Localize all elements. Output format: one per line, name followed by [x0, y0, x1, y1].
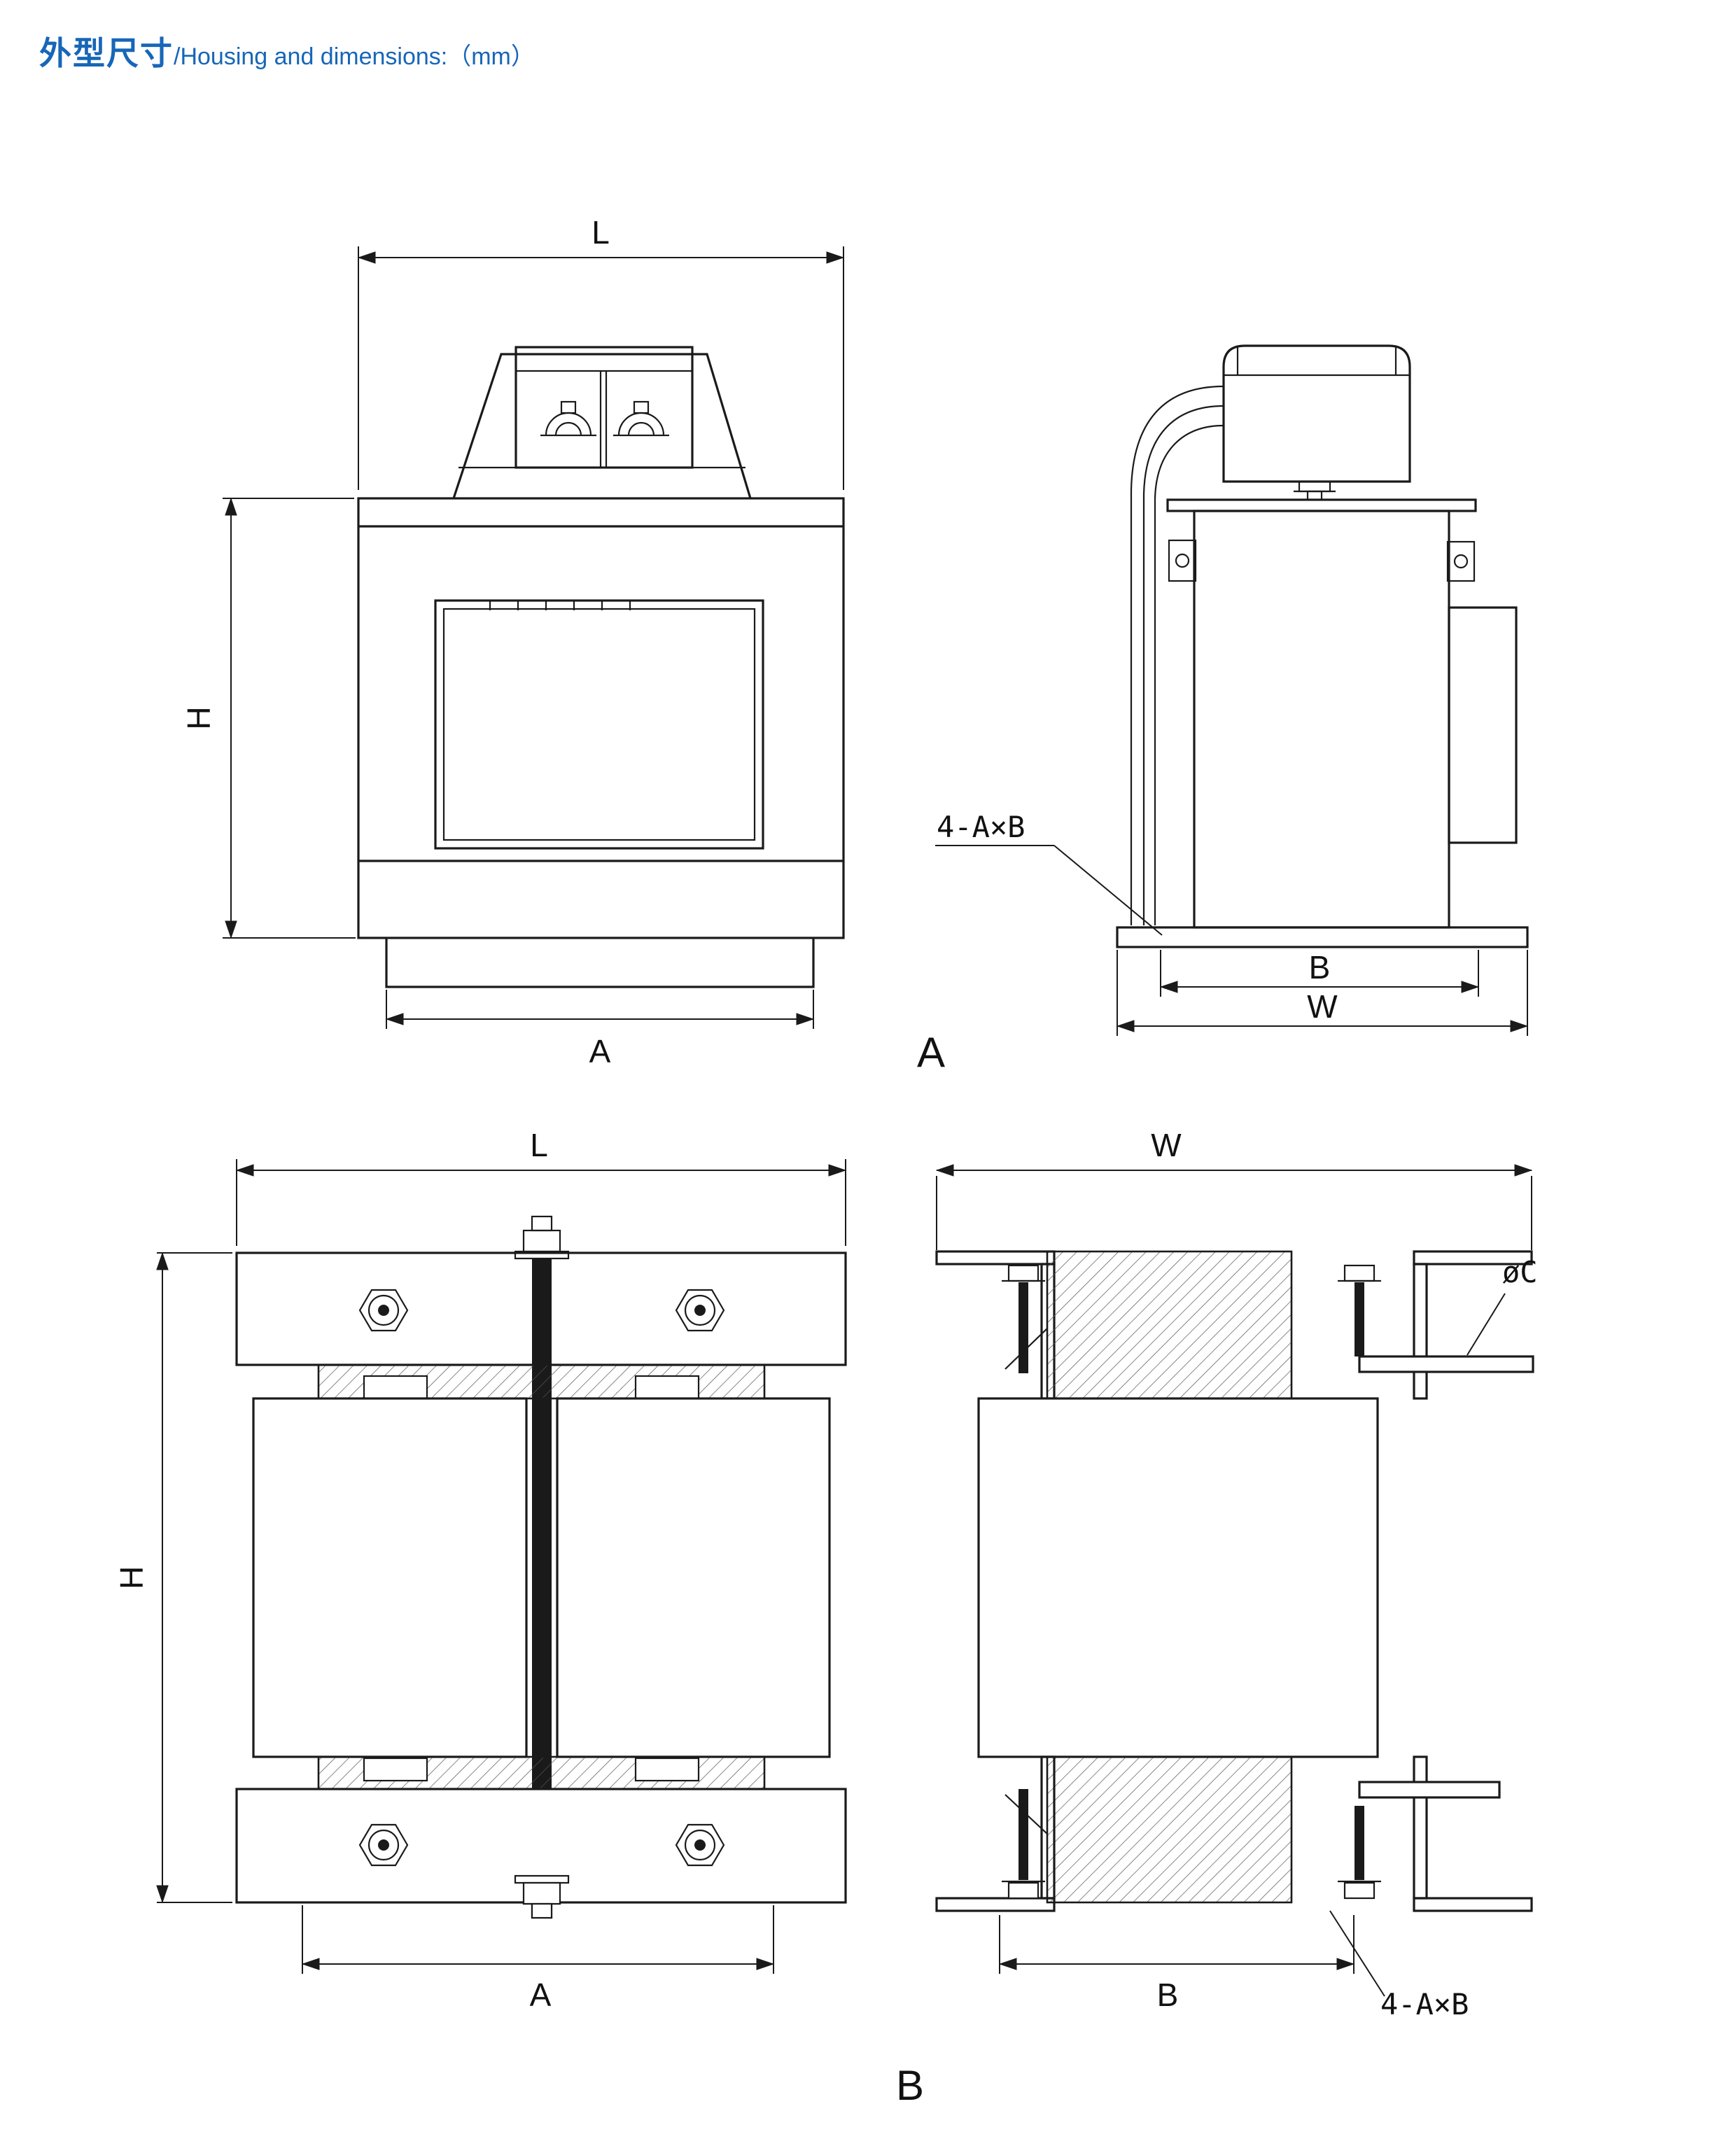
- vent-ticks: [489, 601, 631, 610]
- holes-label: 4-A×B: [1380, 1987, 1469, 2021]
- bottom-right-flange: [1413, 1897, 1533, 1912]
- dim-label-w: W: [1151, 1127, 1182, 1163]
- top-right-leg: [1413, 1263, 1428, 1400]
- core-bottom-hatched: [1046, 1755, 1293, 1904]
- top-flange-plate: [1166, 498, 1477, 512]
- section-label-a: A: [917, 1029, 945, 1076]
- coil-right: [556, 1397, 831, 1758]
- dim-label-a: A: [589, 1033, 611, 1070]
- hex-bolt: [675, 1289, 725, 1332]
- page-title: 外型尺寸/Housing and dimensions:（mm）: [39, 28, 535, 74]
- dimension-a-front-b: A: [301, 1905, 775, 2013]
- body-outline: [357, 497, 845, 939]
- holes-label: 4-A×B: [937, 810, 1025, 844]
- spacer-tab: [363, 1375, 428, 1400]
- tie-rod-bottom-nut: [514, 1874, 570, 1919]
- side-body-outline: [1193, 510, 1450, 929]
- dimension-b-side-a: B: [1159, 949, 1480, 997]
- core-top-hatched: [1046, 1250, 1293, 1400]
- left-clamp-bolt: [1168, 539, 1197, 582]
- side-coil-body: [977, 1397, 1379, 1758]
- hex-bolt: [358, 1289, 409, 1332]
- dim-label-b: B: [1309, 949, 1331, 986]
- bottom-left-flange: [935, 1897, 1056, 1912]
- clamp-bolt-bottom-right: [1338, 1806, 1381, 1900]
- hex-bolt: [675, 1823, 725, 1867]
- dim-label-h: H: [181, 706, 217, 729]
- mounting-hole-callout-a: 4-A×B: [935, 810, 1163, 936]
- side-coil-bulge: [1448, 606, 1518, 844]
- view-b-front: L: [113, 1127, 847, 2013]
- view-b-side: W øC: [896, 1127, 1538, 2109]
- spacer-tab: [363, 1757, 428, 1782]
- dim-label-h: H: [113, 1566, 150, 1589]
- dia-c-label: øC: [1502, 1255, 1538, 1289]
- terminal-block: [514, 346, 694, 469]
- tie-rod-middle: [532, 1398, 552, 1757]
- clamp-bolt-top-right: [1338, 1264, 1381, 1356]
- dim-label-l: L: [592, 214, 610, 251]
- view-a-side: 4-A×B B W A: [917, 344, 1529, 1076]
- spacer-tab: [634, 1757, 700, 1782]
- right-clamp-bolt: [1446, 540, 1476, 582]
- view-a-front: L H A: [181, 214, 845, 1070]
- coil-left: [252, 1397, 528, 1758]
- top-left-flange: [935, 1250, 1056, 1265]
- section-label-b: B: [896, 2062, 924, 2109]
- terminal-plate-bottom: [1358, 1781, 1501, 1799]
- dim-label-a: A: [530, 1977, 552, 2013]
- dimension-w-side-b: W: [935, 1127, 1533, 1250]
- lead-cables: [1130, 385, 1224, 925]
- dim-label-b: B: [1157, 1977, 1179, 2013]
- terminal-cover-box: [1222, 344, 1411, 483]
- bottom-right-leg: [1413, 1755, 1428, 1900]
- window-outer: [434, 599, 764, 850]
- terminal-bushing-right: [613, 400, 669, 437]
- dimension-b-side-b: B: [998, 1915, 1355, 2013]
- dim-label-l: L: [530, 1127, 548, 1163]
- base-plate: [1116, 926, 1529, 948]
- clamp-bolt-top-left: [1002, 1264, 1048, 1373]
- dim-label-w: W: [1307, 988, 1338, 1025]
- hole-diameter-callout: øC: [1466, 1255, 1538, 1356]
- title-english: /Housing and dimensions:（mm）: [174, 43, 535, 70]
- terminal-support-trapezoid: [452, 353, 752, 499]
- window-inner: [442, 608, 756, 841]
- clamp-bolt-bottom-left: [1002, 1789, 1048, 1900]
- dimension-h-front-b: H: [113, 1251, 232, 1904]
- dimension-a-front-a: A: [385, 990, 815, 1070]
- dimension-h-front-a: H: [181, 497, 356, 939]
- terminal-bushing-left: [540, 400, 596, 437]
- terminal-plate-top: [1358, 1355, 1534, 1373]
- mounting-hole-callout-b: 4-A×B: [1329, 1910, 1469, 2021]
- dimension-l-front-a: L: [357, 214, 845, 490]
- top-right-flange: [1413, 1250, 1533, 1265]
- title-chinese: 外型尺寸: [39, 35, 174, 71]
- top-stud-bolt: [1294, 480, 1336, 501]
- spacer-tab: [634, 1375, 700, 1400]
- dimension-l-front-b: L: [235, 1127, 847, 1246]
- base-plinth: [385, 938, 815, 988]
- hex-bolt: [358, 1823, 409, 1867]
- dimension-w-side-a: W: [1116, 950, 1529, 1036]
